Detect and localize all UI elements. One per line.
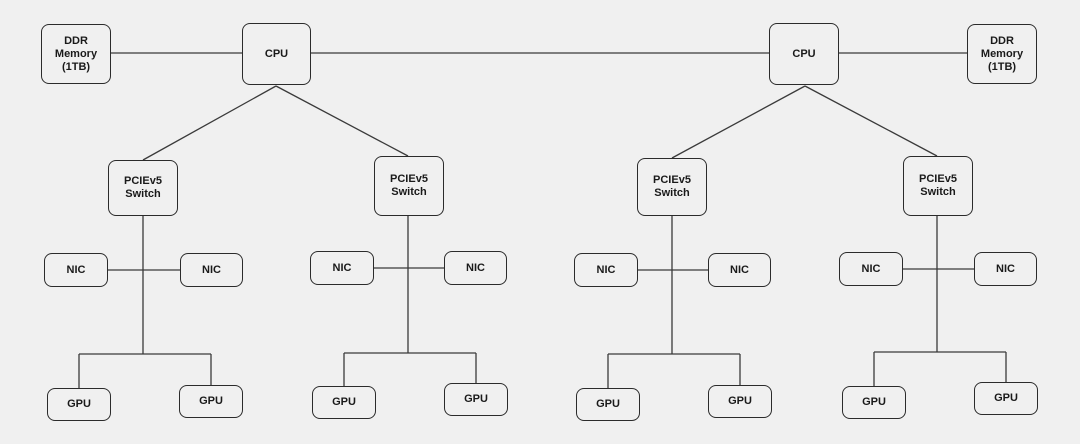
nic-2a: NIC (310, 251, 374, 285)
gpu-1a: GPU (47, 388, 111, 421)
gpu-1b: GPU (179, 385, 243, 418)
cpu-right: CPU (769, 23, 839, 85)
nic-3b: NIC (708, 253, 771, 287)
ddr-memory-right: DDR Memory (1TB) (967, 24, 1037, 84)
pcie-switch-4: PCIEv5 Switch (903, 156, 973, 216)
nic-3a: NIC (574, 253, 638, 287)
pcie-switch-3: PCIEv5 Switch (637, 158, 707, 216)
gpu-4a: GPU (842, 386, 906, 419)
gpu-2b: GPU (444, 383, 508, 416)
gpu-4b: GPU (974, 382, 1038, 415)
gpu-3b: GPU (708, 385, 772, 418)
gpu-2a: GPU (312, 386, 376, 419)
ddr-memory-left: DDR Memory (1TB) (41, 24, 111, 84)
gpu-3a: GPU (576, 388, 640, 421)
cpu-left: CPU (242, 23, 311, 85)
nic-1b: NIC (180, 253, 243, 287)
pcie-switch-1: PCIEv5 Switch (108, 160, 178, 216)
pcie-switch-2: PCIEv5 Switch (374, 156, 444, 216)
nic-4b: NIC (974, 252, 1037, 286)
nic-4a: NIC (839, 252, 903, 286)
nic-1a: NIC (44, 253, 108, 287)
nic-2b: NIC (444, 251, 507, 285)
